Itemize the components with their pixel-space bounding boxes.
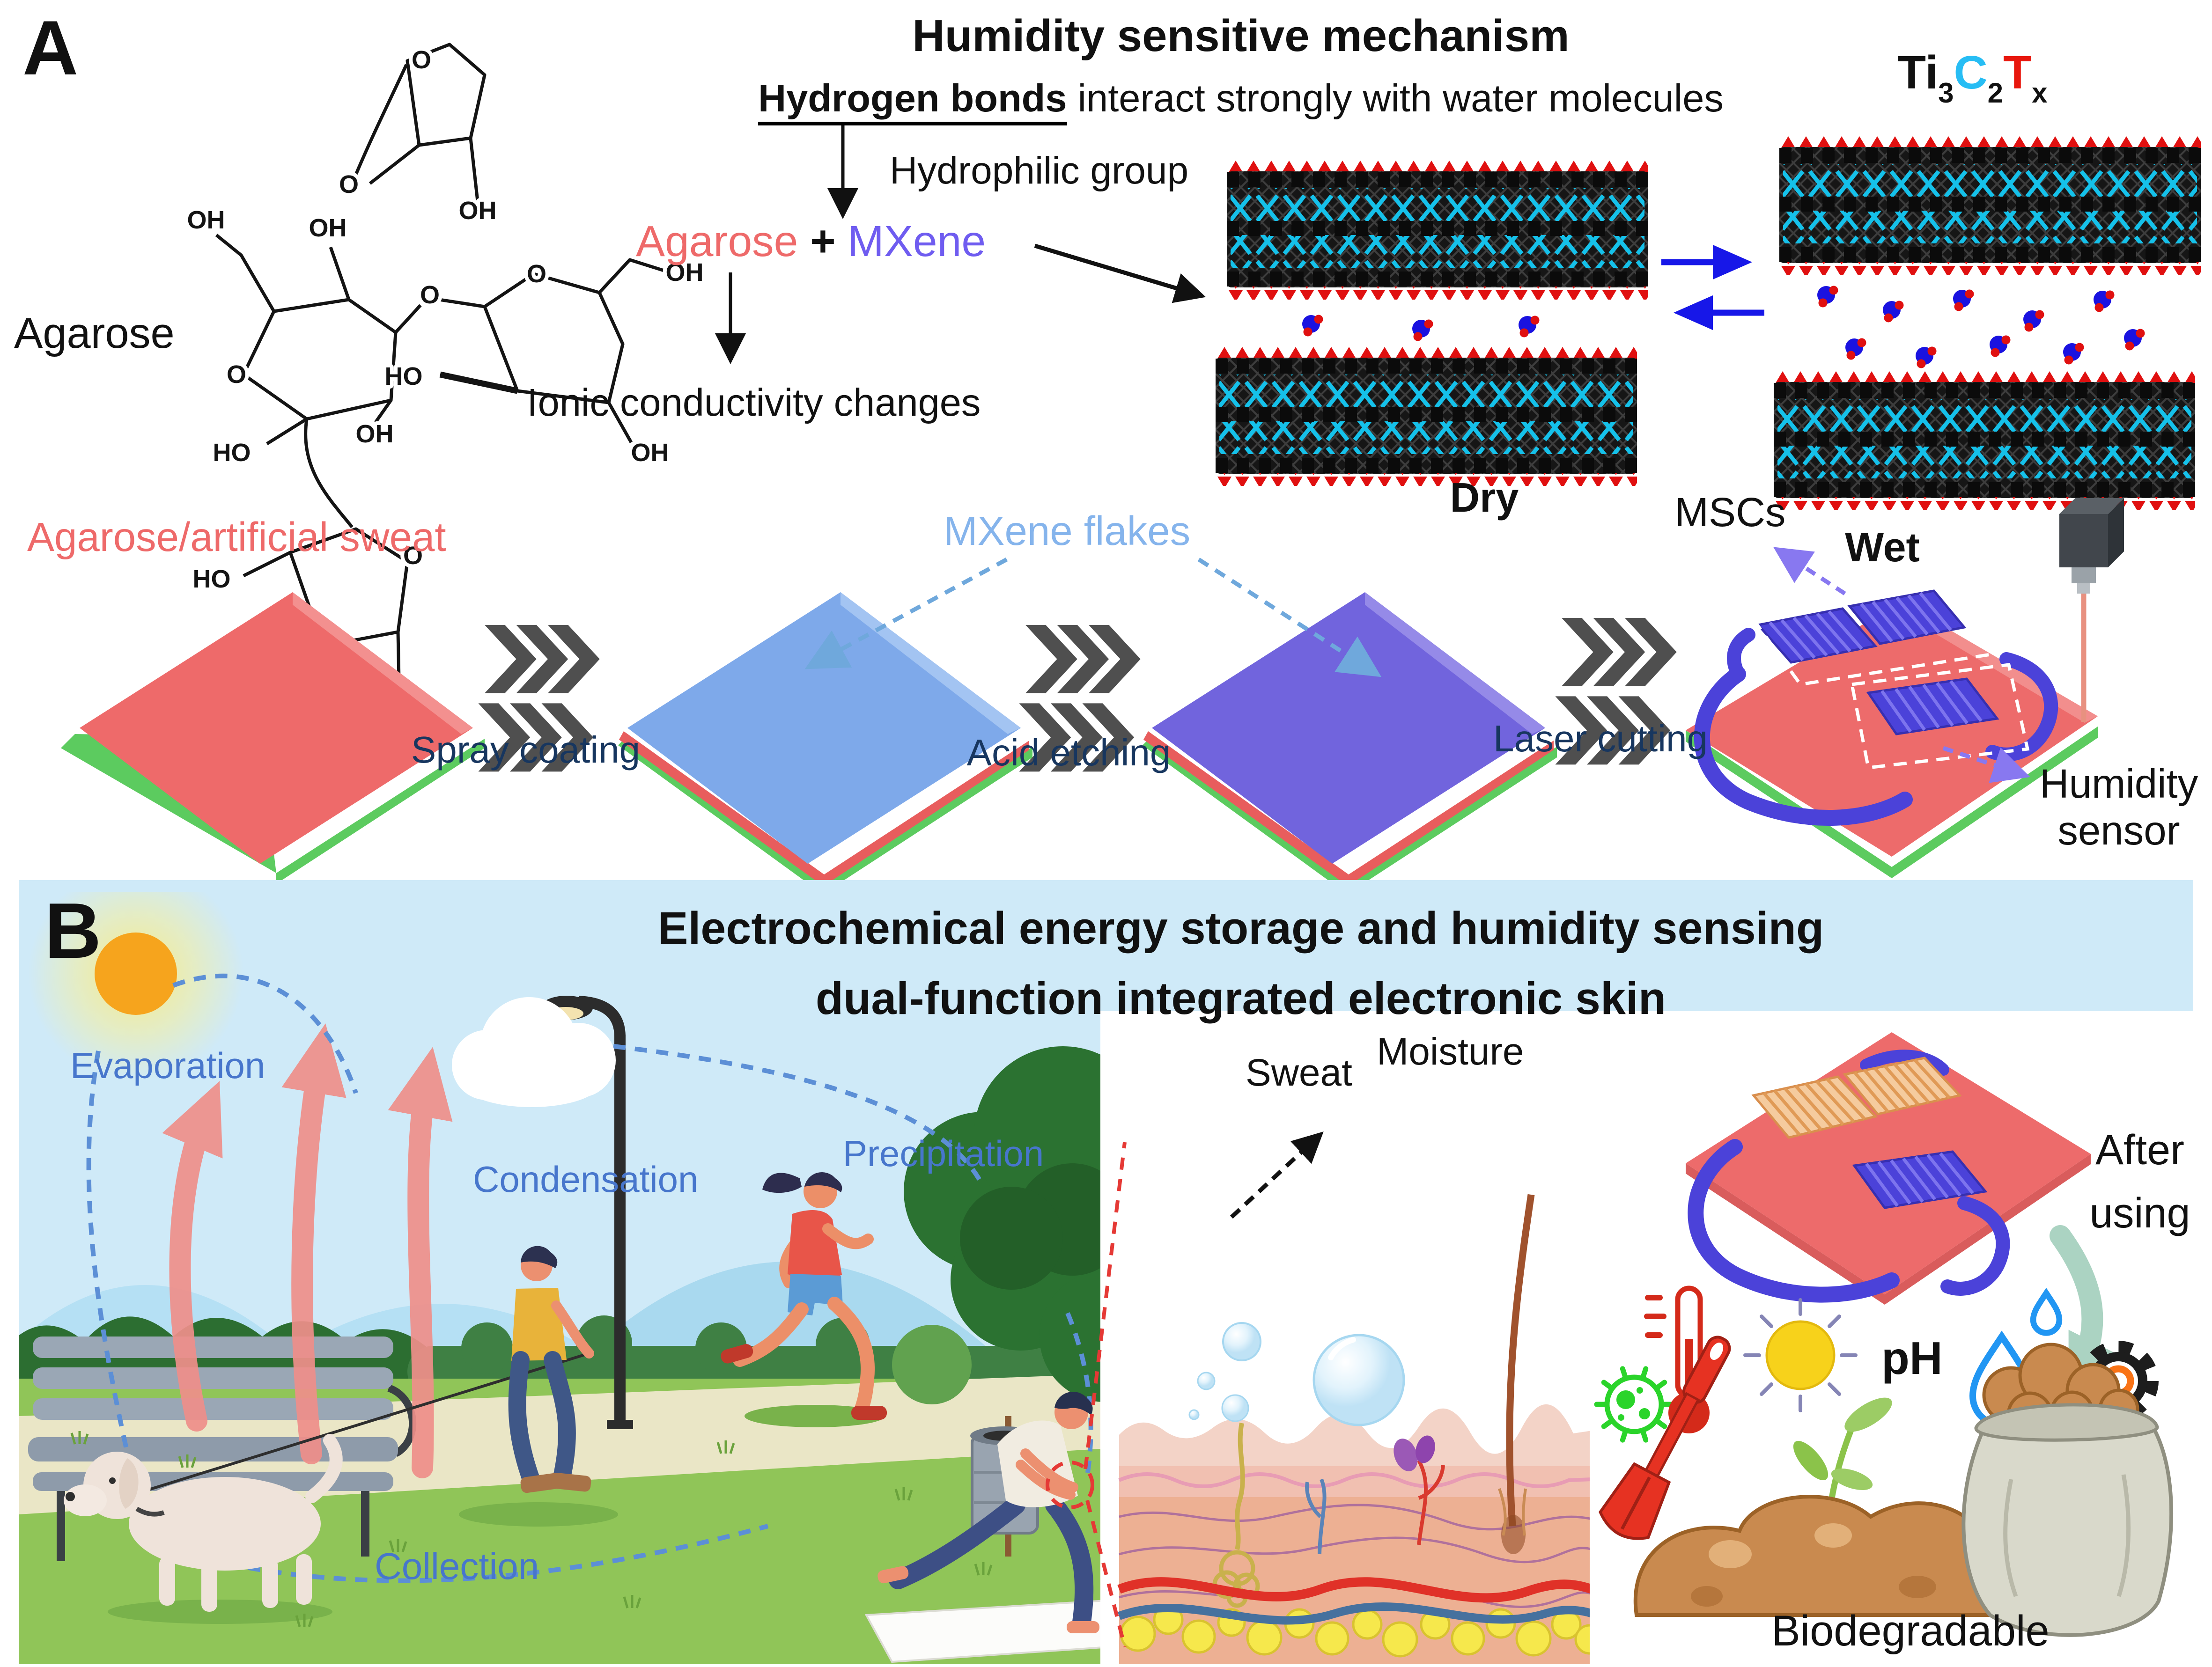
after-using-label: After using [2089, 1127, 2190, 1237]
disposal-art [1590, 1011, 2212, 1667]
panel-a-subtitle: Hydrogen bonds interact strongly with wa… [585, 76, 1896, 125]
mxene-stack-dry [1216, 159, 1648, 486]
humidity-sensor-label: Humidity sensor [2039, 761, 2198, 854]
sweat-arrow [1230, 1131, 1324, 1219]
step-acid-etching: Acid etching [966, 732, 1171, 773]
agarose-sweat-layer-label: Agarose/artificial sweat [27, 514, 446, 560]
svg-text:OH: OH [459, 197, 497, 225]
yoga-mat [864, 1600, 1100, 1663]
msc-electrode-2 [1847, 589, 1967, 645]
wet-label: Wet [1845, 524, 1920, 570]
soil-sack [1961, 1343, 2174, 1637]
panel-a-title: Humidity sensitive mechanism [912, 11, 1570, 61]
svg-text:O: O [527, 260, 546, 288]
ph-label: pH [1881, 1332, 1943, 1384]
svg-text:OH: OH [309, 214, 347, 242]
used-msc-pad-2 [1843, 1057, 1962, 1116]
moisture-label: Moisture [1377, 1030, 1524, 1073]
flakes-callout-arrows [804, 558, 1382, 677]
panel-b-label: B [44, 887, 102, 975]
mxene-stack-wet [1774, 135, 2201, 510]
svg-text:HO: HO [193, 565, 231, 593]
soil-highlight [1709, 1540, 1752, 1568]
mxene-formula: Ti3C2Tx [1897, 46, 2048, 109]
shovel-icon [1599, 1336, 1731, 1540]
panel-a-label: A [22, 5, 79, 91]
svg-text:O: O [403, 542, 423, 570]
tree [892, 1046, 1100, 1404]
hair [1498, 1194, 1535, 1554]
svg-text:O: O [339, 170, 359, 198]
used-device-board [1686, 1032, 2091, 1305]
artery [1117, 1577, 1592, 1603]
mechanism-arrows [715, 123, 1206, 364]
used-sensor-pad [1852, 1150, 1988, 1209]
laser-cutter-icon [2059, 498, 2124, 722]
svg-text:OH: OH [666, 258, 704, 286]
precipitation-label: Precipitation [843, 1133, 1044, 1174]
agarose-term: Agarose [636, 217, 798, 265]
sebaceous-gland [1394, 1435, 1435, 1471]
agarose-plus-mxene: Agarose + MXene [636, 217, 986, 265]
device-callout-arrows [1773, 547, 2030, 783]
svg-text:O: O [412, 46, 431, 74]
agarose-structure-label: Agarose [14, 309, 175, 357]
water-molecule [1302, 315, 1323, 337]
panel-b: B Electrochemical energy storage and hum… [0, 880, 2212, 1667]
runner [721, 1172, 887, 1427]
device-board [1686, 547, 2098, 878]
step-laser-cutting: Laser cutting [1493, 718, 1708, 759]
svg-text:O: O [227, 360, 246, 389]
sheet-mxene-etched-purple [1143, 592, 1557, 880]
collection-label: Collection [375, 1545, 539, 1587]
evaporation-arrows [162, 1023, 453, 1478]
svg-text:OH: OH [631, 439, 669, 467]
sheet-mxene-blue [618, 592, 1032, 880]
svg-text:OH: OH [187, 206, 225, 234]
humidity-sensor-electrode [1866, 677, 1999, 735]
after-using-arrow [2050, 1225, 2119, 1393]
evaporation-label: Evaporation [70, 1045, 265, 1086]
sweat-droplets [1188, 1322, 1405, 1426]
dog-walker [141, 1246, 618, 1527]
dry-wet-exchange-arrows [1661, 245, 1764, 330]
step-spray-coating: Spray coating [411, 729, 641, 771]
sun-icon [95, 933, 177, 1015]
vein [1117, 1602, 1592, 1625]
svg-text:HO: HO [213, 439, 251, 467]
skin-cross-section [1100, 1011, 1592, 1664]
used-msc-pad-1 [1751, 1075, 1878, 1139]
dry-label: Dry [1450, 474, 1519, 521]
panel-b-title: Electrochemical energy storage and humid… [657, 903, 1824, 1024]
dog [64, 1434, 343, 1624]
blood-vessel-branches [1305, 1460, 1445, 1555]
svg-text:OH: OH [356, 420, 394, 448]
sweat-label: Sweat [1246, 1051, 1352, 1094]
mxene-flakes-label: MXene flakes [944, 508, 1191, 554]
condensation-label: Condensation [473, 1159, 699, 1200]
hydrophilic-group-label: Hydrophilic group [890, 149, 1189, 192]
sheet-agarose-red [61, 592, 485, 880]
mscs-label: MSCs [1674, 490, 1786, 535]
biodegradable-label: Biodegradable [1771, 1607, 2050, 1655]
mxene-term: MXene [848, 217, 986, 265]
svg-text:HO: HO [385, 362, 423, 390]
msc-electrode-1 [1756, 607, 1878, 664]
hydrogen-bonds-term: Hydrogen bonds [758, 76, 1067, 125]
park-scene [19, 892, 1100, 1664]
panel-a-art: O O O O O O O OH OH OH OH OH OH HO HO HO… [61, 42, 2212, 880]
svg-text:O: O [420, 281, 440, 309]
cloud-icon [452, 997, 616, 1107]
ionic-conductivity-label: Ionic conductivity changes [527, 381, 981, 424]
